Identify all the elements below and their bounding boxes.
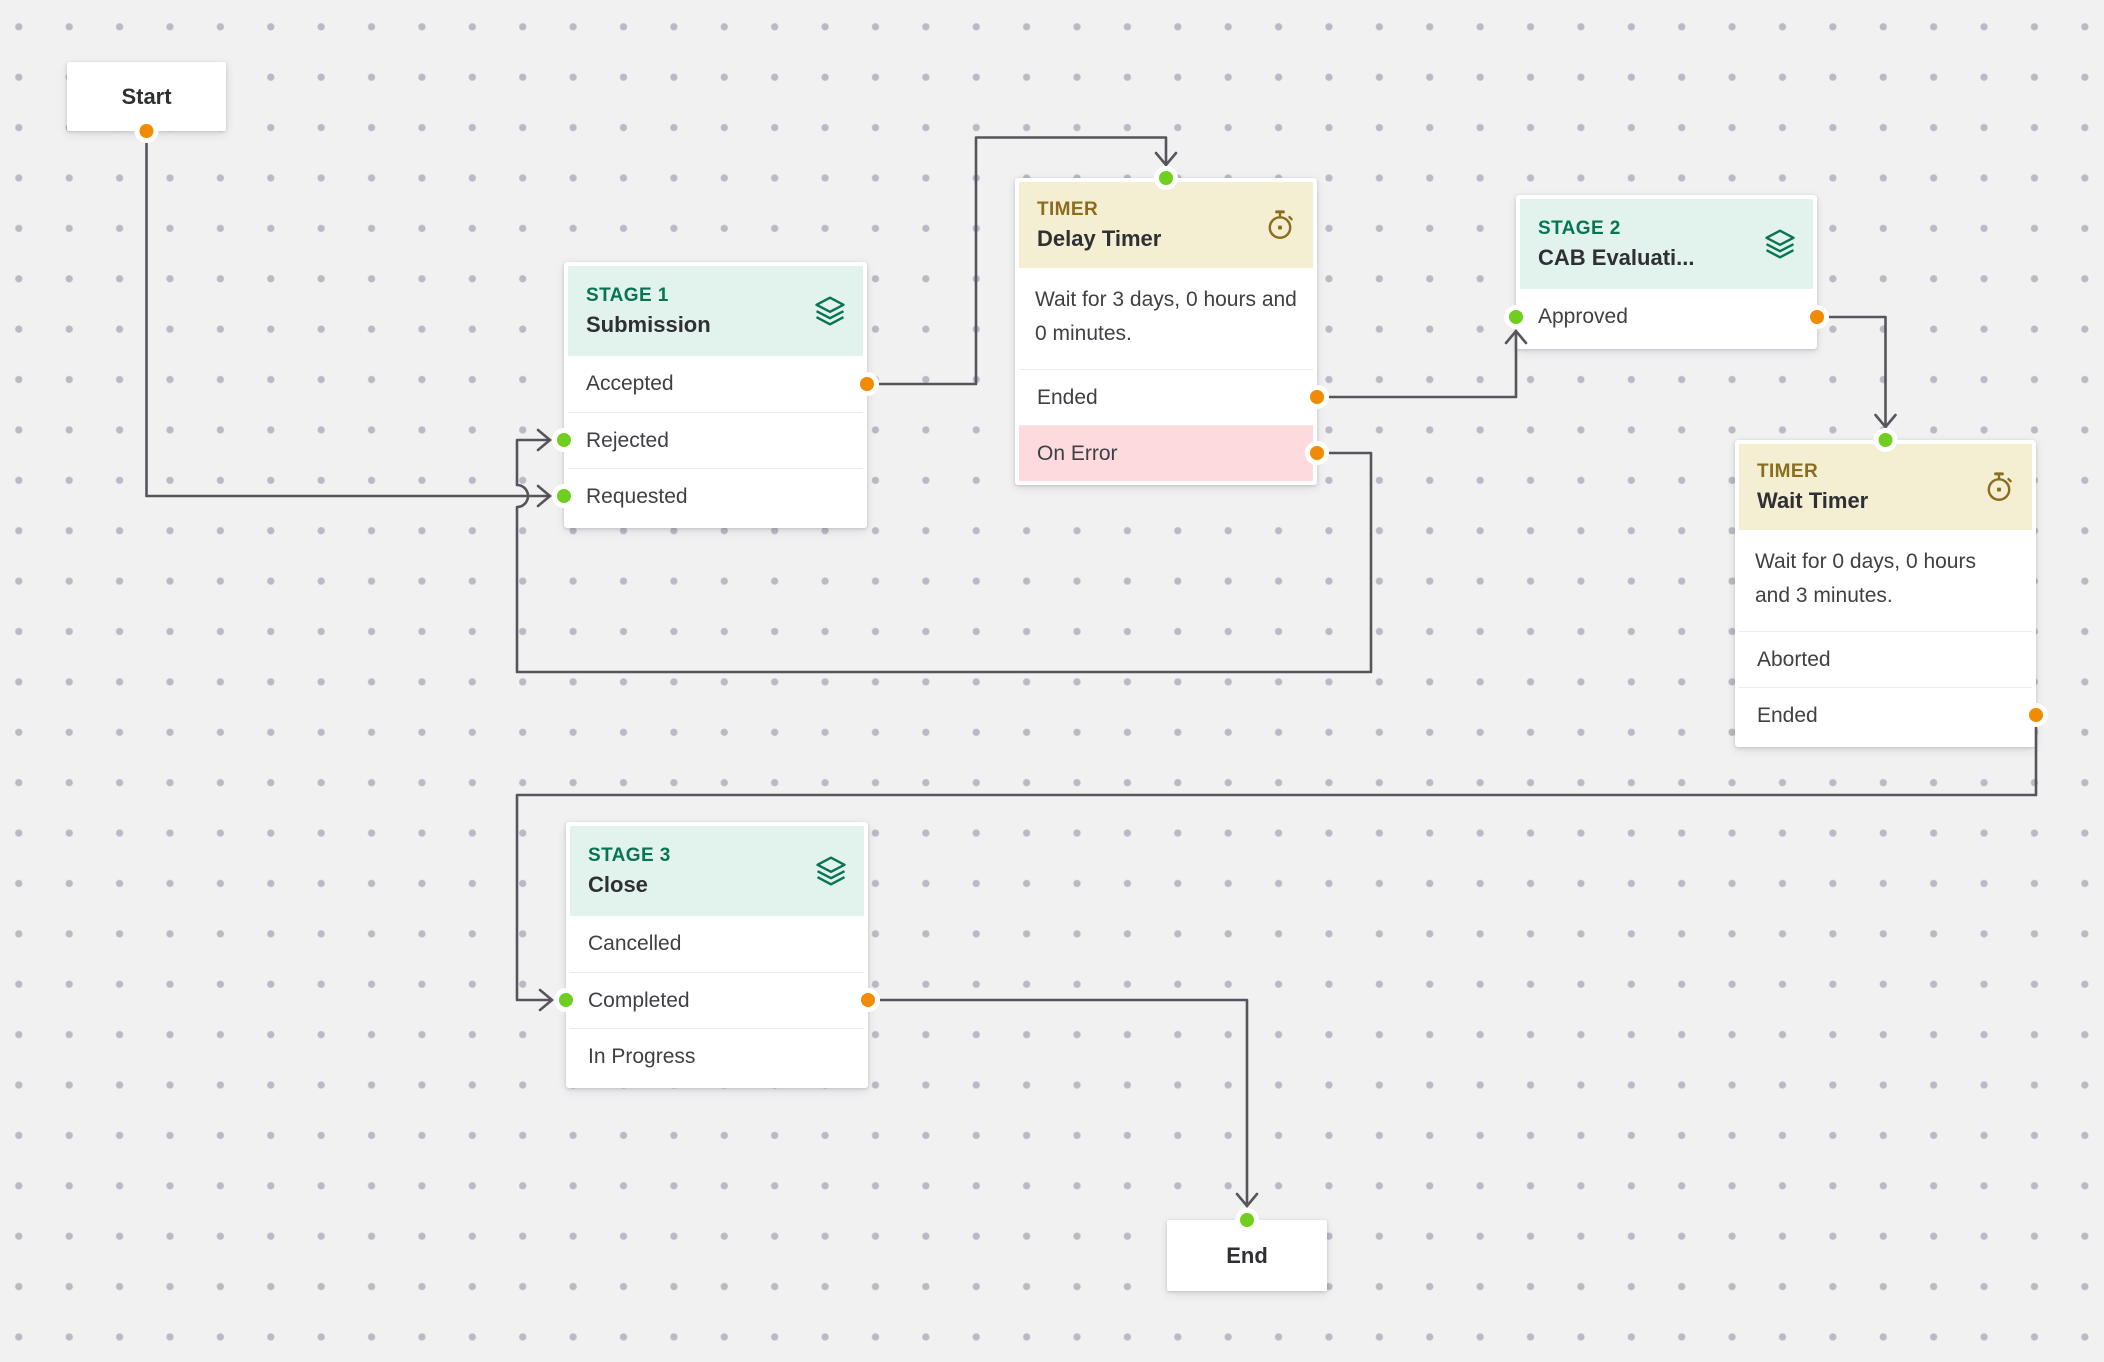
row-requested[interactable]: Requested <box>568 468 863 524</box>
wait-timer-type-label: TIMER <box>1757 460 1819 482</box>
row-delay-on-error-label: On Error <box>1037 441 1118 465</box>
delay-timer-header: TIMER Delay Timer <box>1019 182 1313 268</box>
stage-3-type-label: STAGE 3 <box>588 844 671 866</box>
delay-timer-description: Wait for 3 days, 0 hours and 0 minutes. <box>1035 288 1297 345</box>
node-stage-1-submission[interactable]: STAGE 1 Submission Accepted Rejected Req… <box>564 262 867 528</box>
stopwatch-icon <box>1268 210 1293 239</box>
connector-delay-ended-to-approved[interactable] <box>1317 328 1528 399</box>
row-in-progress[interactable]: In Progress <box>570 1028 864 1084</box>
row-wait-ended[interactable]: Ended <box>1739 687 2032 743</box>
layers-icon <box>815 296 845 326</box>
row-completed-label: Completed <box>588 988 690 1012</box>
row-accepted-label: Accepted <box>586 372 674 395</box>
row-cancelled[interactable]: Cancelled <box>570 916 864 972</box>
row-rejected-label: Rejected <box>586 428 669 452</box>
node-delay-timer[interactable]: TIMER Delay Timer Wait for 3 days, 0 hou… <box>1015 178 1317 485</box>
delay-timer-title: Delay Timer <box>1037 225 1162 251</box>
row-accepted[interactable]: Accepted <box>568 356 863 412</box>
row-delay-on-error[interactable]: On Error <box>1019 425 1313 481</box>
row-completed[interactable]: Completed <box>570 972 864 1028</box>
node-end[interactable]: End <box>1167 1220 1327 1291</box>
stage-2-type-label: STAGE 2 <box>1538 217 1621 239</box>
stage-3-header: STAGE 3 Close <box>570 826 864 916</box>
row-approved-label: Approved <box>1538 305 1628 328</box>
row-aborted-label: Aborted <box>1757 647 1831 671</box>
stage-2-header: STAGE 2 CAB Evaluati... <box>1520 199 1813 289</box>
node-stage-3-close[interactable]: STAGE 3 Close Cancelled Completed In Pro… <box>566 822 868 1088</box>
stopwatch-icon <box>1987 472 2012 501</box>
layers-icon <box>1765 229 1795 259</box>
row-delay-ended[interactable]: Ended <box>1019 369 1313 425</box>
row-requested-label: Requested <box>586 484 688 508</box>
node-start[interactable]: Start <box>67 62 226 131</box>
delay-timer-type-label: TIMER <box>1037 198 1099 220</box>
stage-2-title: CAB Evaluati... <box>1538 244 1695 270</box>
connector-start-to-requested[interactable] <box>145 131 553 508</box>
row-delay-ended-label: Ended <box>1037 385 1098 409</box>
row-wait-ended-label: Ended <box>1757 703 1818 727</box>
row-rejected[interactable]: Rejected <box>568 412 863 468</box>
wait-timer-header: TIMER Wait Timer <box>1739 444 2032 530</box>
connector-completed-to-end[interactable] <box>868 998 1259 1209</box>
node-wait-timer[interactable]: TIMER Wait Timer Wait for 0 days, 0 hour… <box>1735 440 2036 747</box>
node-stage-2-cab-evaluation[interactable]: STAGE 2 CAB Evaluati... Approved <box>1516 195 1817 349</box>
end-label: End <box>1226 1242 1268 1268</box>
row-approved[interactable]: Approved <box>1520 289 1813 345</box>
row-cancelled-label: Cancelled <box>588 932 682 955</box>
start-label: Start <box>121 83 172 109</box>
stage-1-header: STAGE 1 Submission <box>568 266 863 356</box>
stage-3-title: Close <box>588 871 648 897</box>
stage-1-type-label: STAGE 1 <box>586 284 669 306</box>
wait-timer-description: Wait for 0 days, 0 hours and 3 minutes. <box>1755 550 1976 607</box>
stage-1-title: Submission <box>586 311 711 337</box>
layers-icon <box>816 856 846 886</box>
row-in-progress-label: In Progress <box>588 1044 696 1068</box>
wait-timer-title: Wait Timer <box>1757 487 1869 513</box>
connector-approved-to-wait-timer[interactable] <box>1817 315 1897 430</box>
row-aborted[interactable]: Aborted <box>1739 631 2032 687</box>
